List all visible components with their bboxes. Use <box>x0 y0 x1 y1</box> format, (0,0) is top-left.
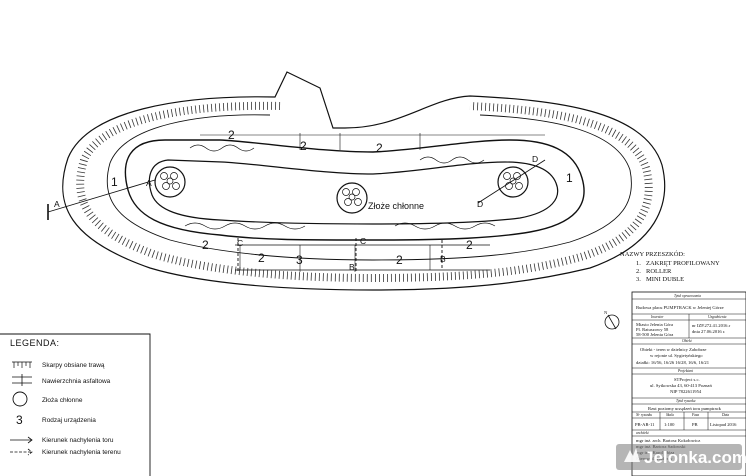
roller-wave-top-left <box>189 144 255 152</box>
section-lines-bc <box>237 238 443 272</box>
arrow2-symbol <box>10 448 33 456</box>
outer-slope-boundary <box>62 71 666 291</box>
tb-col-value: PB-AR-11 <box>635 422 655 427</box>
tb-object-line: w rejonie ul. Sygietyńskiego <box>650 353 703 358</box>
watermark-logo-icon <box>624 448 640 462</box>
zone-number: 2 <box>258 251 265 265</box>
tb-header: Tytuł opracowania <box>674 294 701 298</box>
zone-number: 2 <box>228 128 235 142</box>
objects-legend-title: NAZWY PRZESZKÓD: <box>620 250 685 258</box>
upper-lane-dividers <box>299 133 421 150</box>
legend-box: LEGENDA: 3 Skarpy obsiane trawą Nawierzc… <box>0 333 151 476</box>
north-arrow: N <box>604 310 620 330</box>
track-asphalt-outer <box>124 139 585 241</box>
zone-number: 2 <box>466 238 473 252</box>
asphalt-symbol <box>12 374 32 386</box>
zone-number: 1 <box>566 171 573 185</box>
slope-symbol <box>12 361 32 368</box>
roller-wave-bottom-right <box>394 222 496 230</box>
section-letter: B <box>349 262 355 272</box>
objects-legend-item: ZAKRĘT PROFILOWANY <box>646 260 720 267</box>
tb-title: Budowa placu PUMPTRACK w Jeleniej Górze <box>636 305 724 310</box>
tb-col-value: PB <box>692 422 698 427</box>
tb-approval-label: Uzgodnienia <box>708 315 727 319</box>
section-line-a <box>47 179 156 213</box>
section-letter: B <box>440 254 446 264</box>
tb-investor-line: Miasto Jelenia Góra <box>636 322 673 327</box>
tb-col-value: 1:100 <box>664 422 675 427</box>
zone-number: 3 <box>296 253 303 267</box>
lower-lane-dividers <box>239 245 431 272</box>
tb-approval-line: dnia 27.06.2016 r. <box>692 329 725 334</box>
tb-approval-line: nr IZP.272.41.2016.r <box>692 323 731 328</box>
tb-col-value: Listopad 2016 <box>710 422 737 427</box>
tb-col-label: Data <box>721 413 729 417</box>
legend-number-symbol: 3 <box>16 413 23 427</box>
arrow-symbol <box>10 436 33 444</box>
section-letter: D <box>532 154 538 164</box>
objects-legend-item: MINI DUBLE <box>646 276 684 283</box>
section-letter: A <box>146 178 152 188</box>
outer-slope-hatching <box>76 101 653 283</box>
tb-drawing-title: Rzut poziomy urządzeń toru pumptrack <box>648 406 722 411</box>
legend-item-label: Złoża chłonne <box>42 397 83 404</box>
objects-legend-num: 1. <box>636 260 641 267</box>
legend-item-label: Rodzaj urządzenia <box>42 417 96 424</box>
zone-number: 1 <box>111 175 118 189</box>
legend-item-label: Kierunek nachylenia terenu <box>42 449 121 456</box>
circle-symbol <box>12 391 28 407</box>
legend-item-label: Nawierzchnia asfaltowa <box>42 378 111 385</box>
tb-col-label: Faza <box>691 413 699 417</box>
tb-object-line: działki: 16/56, 16/26 16/28, 16/6, 16/21 <box>636 360 710 366</box>
section-line-d <box>477 159 546 204</box>
objects-legend-item: ROLLER <box>646 268 672 275</box>
tb-author-line: mgr inż. arch. Bartosz Kokołowicz <box>636 438 700 443</box>
watermark-text: Jelonka.com <box>644 448 746 467</box>
roller-wave-top-right <box>419 156 485 164</box>
tb-investor-label: Inwestor <box>650 315 664 319</box>
tb-designer-line: STProject s.c. <box>674 377 700 382</box>
plan-center-label: Złoże chłonne <box>368 201 424 211</box>
section-letter: A <box>54 199 60 209</box>
inner-slope-line <box>106 114 632 261</box>
legend-item-label: Kierunek nachylenia toru <box>42 437 114 444</box>
tb-designer-line: NIP 7822611954 <box>670 389 702 394</box>
objects-legend-num: 3. <box>636 276 641 283</box>
tb-object-label: Obiekt <box>682 339 693 343</box>
legend-item-label: Skarpy obsiane trawą <box>42 362 105 369</box>
tb-authors-label: architekt <box>636 431 650 435</box>
objects-legend-num: 2. <box>636 268 641 275</box>
tb-col-label: Nr rysunku <box>635 413 652 417</box>
absorption-bed-right <box>497 166 529 198</box>
tb-designer-label: Projektant <box>677 369 694 373</box>
section-letter: C <box>237 238 243 248</box>
zone-number: 2 <box>300 139 307 153</box>
tb-drawing-label: Tytuł rysunku <box>676 399 696 403</box>
section-letter: C <box>360 236 366 246</box>
zone-number: 2 <box>202 238 209 252</box>
absorption-bed-left <box>154 166 186 198</box>
tb-investor-line: 58-500 Jelenia Góra <box>636 332 673 337</box>
tb-col-label: Skala <box>666 413 674 417</box>
section-letter: D <box>477 199 483 209</box>
tb-object-line: Obiekt - teren w dzielnicy Zabobrze <box>640 347 706 352</box>
zone-number: 2 <box>376 141 383 155</box>
tb-investor-line: Pl. Ratuszowy 58 <box>636 327 669 332</box>
absorption-bed-center <box>336 182 368 214</box>
watermark: Jelonka.com <box>616 444 746 470</box>
zone-number: 2 <box>396 253 403 267</box>
north-label: N <box>604 310 608 315</box>
lower-lane-lines <box>235 244 490 271</box>
legend-title: LEGENDA: <box>10 338 60 348</box>
roller-wave-bottom-left <box>184 222 306 230</box>
tb-designer-line: ul. Sytkowska 43, 60-413 Poznań <box>650 383 712 389</box>
